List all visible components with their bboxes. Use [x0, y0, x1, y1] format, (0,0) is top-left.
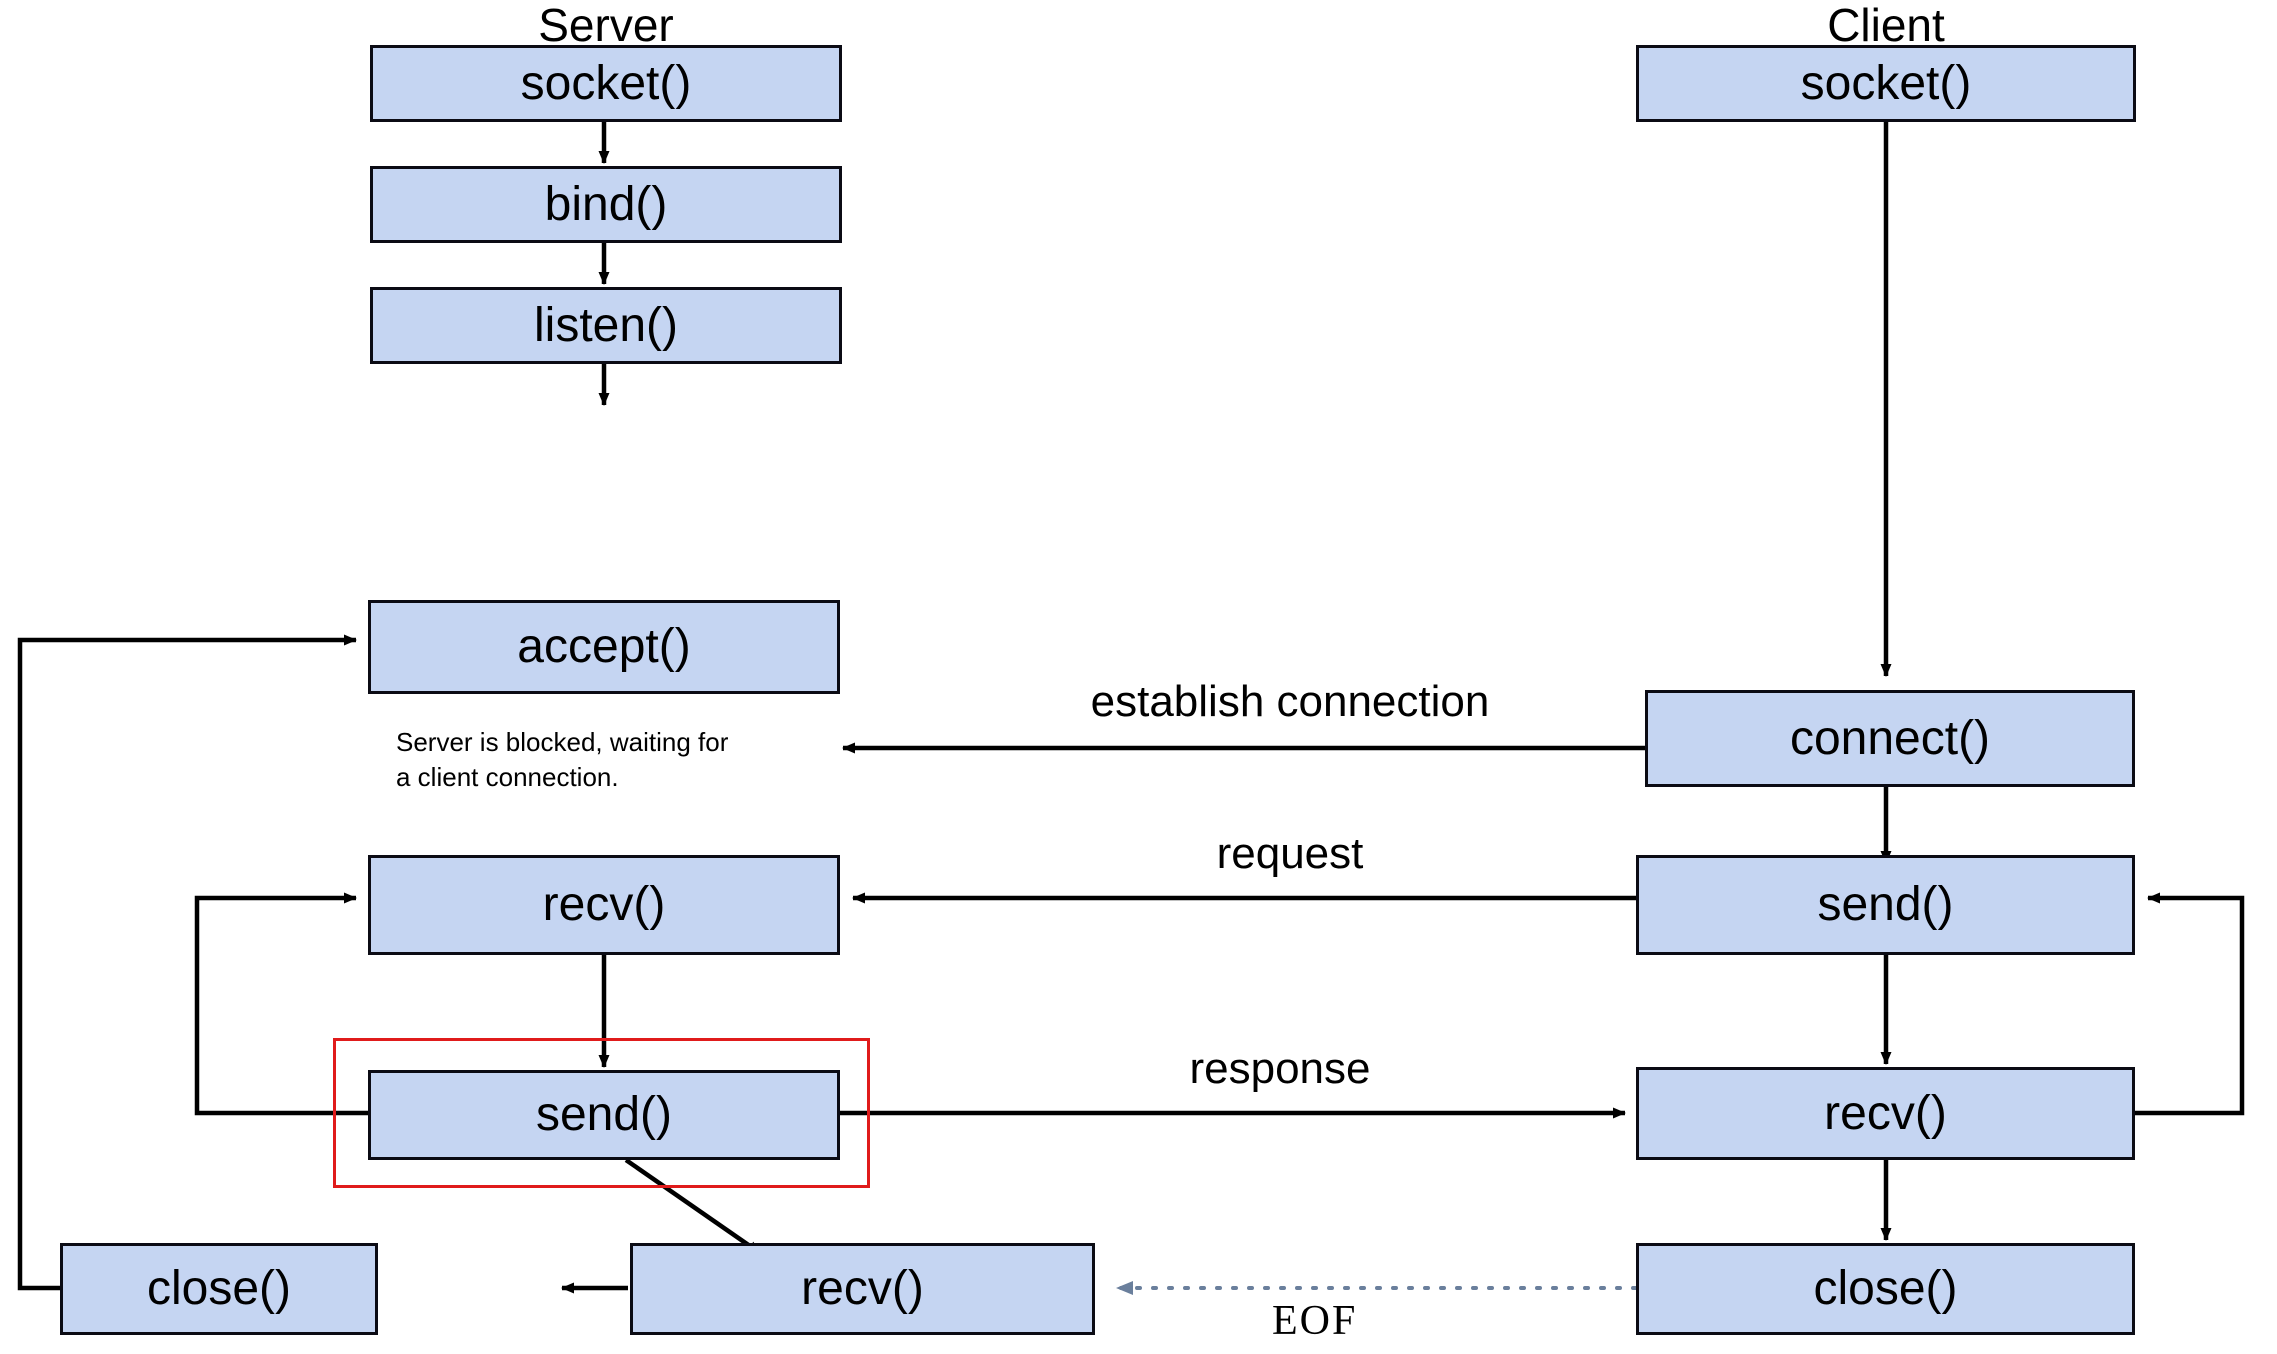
- node-client-socket[interactable]: socket(): [1636, 45, 2136, 122]
- node-server-socket[interactable]: socket(): [370, 45, 842, 122]
- node-label: recv(): [801, 1262, 924, 1315]
- edge-label-response: response: [1189, 1044, 1371, 1093]
- node-label: recv(): [542, 878, 666, 931]
- node-client-connect[interactable]: connect(): [1645, 690, 2135, 787]
- node-label: socket(): [1800, 56, 1972, 110]
- highlight-box-server-send: [333, 1038, 870, 1188]
- node-label: send(): [535, 1088, 673, 1141]
- node-label: connect(): [1789, 711, 1991, 765]
- node-server-close[interactable]: close(): [60, 1243, 378, 1335]
- node-server-listen[interactable]: listen(): [370, 287, 842, 364]
- node-client-send[interactable]: send(): [1636, 855, 2135, 955]
- note-server-blocked: Server is blocked, waiting for a client …: [396, 727, 729, 793]
- node-label: close(): [1813, 1262, 1958, 1315]
- edge-label-establish-connection: establish connection: [1090, 677, 1490, 726]
- node-label: send(): [1817, 878, 1954, 931]
- node-label: socket(): [520, 56, 692, 110]
- node-server-recv-eof[interactable]: recv(): [630, 1243, 1095, 1335]
- node-server-accept[interactable]: accept(): [368, 600, 840, 694]
- node-server-send[interactable]: send(): [368, 1070, 840, 1160]
- loop-client-recv-to-send: [2135, 892, 2245, 1116]
- node-label: recv(): [1824, 1086, 1947, 1140]
- node-label: close(): [146, 1262, 292, 1315]
- node-label: listen(): [533, 298, 679, 352]
- edge-label-eof: EOF: [1272, 1298, 1358, 1344]
- column-title-server: Server: [538, 0, 674, 51]
- node-label: bind(): [544, 177, 668, 231]
- node-client-close[interactable]: close(): [1636, 1243, 2135, 1335]
- node-client-recv[interactable]: recv(): [1636, 1067, 2135, 1160]
- column-title-client: Client: [1827, 0, 1945, 51]
- node-label: accept(): [517, 620, 691, 673]
- edge-label-request: request: [1216, 829, 1364, 878]
- node-server-bind[interactable]: bind(): [370, 166, 842, 243]
- loop-server-close-to-accept: [17, 634, 357, 1291]
- node-server-recv[interactable]: recv(): [368, 855, 840, 955]
